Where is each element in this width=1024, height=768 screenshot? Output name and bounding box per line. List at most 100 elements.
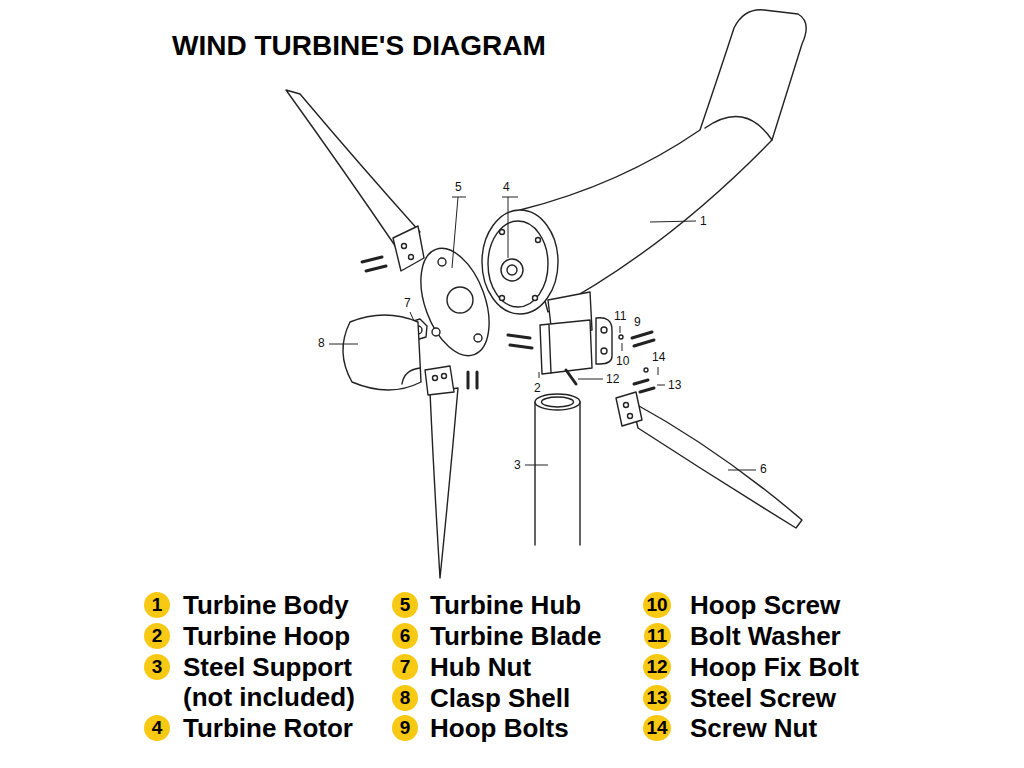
- number-badge: 14: [643, 715, 671, 741]
- screw-nut: [644, 368, 648, 372]
- nose-bolt: [500, 296, 505, 301]
- leader-line: [728, 470, 756, 471]
- part-name: Hub Nut: [430, 652, 635, 682]
- blade-hole: [402, 244, 407, 249]
- number-badge: 6: [392, 623, 418, 649]
- callout-number: 3: [514, 458, 521, 472]
- blade-hole: [442, 374, 447, 379]
- number-badge: 8: [392, 685, 418, 711]
- part-name: Bolt Washer: [690, 621, 895, 651]
- clasp-shell: [343, 315, 421, 390]
- leader-line: [622, 343, 623, 351]
- body-nose: [482, 210, 558, 314]
- number-badge: 2: [144, 623, 170, 649]
- steel-screw: [362, 257, 386, 271]
- callout-number: 8: [318, 336, 325, 350]
- number-badge: 4: [144, 715, 170, 741]
- callout-number: 1: [700, 214, 707, 228]
- badge-number: 7: [400, 656, 411, 678]
- steel-support-edge: [535, 402, 580, 545]
- clamp-hole: [601, 327, 607, 333]
- part-name: Turbine Hoop: [183, 621, 388, 651]
- rotor-shaft: [507, 265, 517, 275]
- steel-support: [535, 402, 580, 545]
- nose-bolt: [536, 238, 541, 243]
- leader-line: [452, 197, 466, 268]
- blade-hole: [409, 255, 414, 260]
- badge-number: 3: [152, 656, 163, 678]
- callout-number: 13: [668, 378, 681, 392]
- blade-hole: [628, 414, 633, 419]
- blade-root: [616, 392, 642, 426]
- callout-number: 14: [652, 350, 665, 364]
- badge-number: 14: [646, 717, 667, 739]
- hoop-fix-bolt: [566, 370, 576, 384]
- leader-line: [658, 367, 659, 375]
- number-badge: 5: [392, 592, 418, 618]
- number-badge: 10: [643, 592, 671, 618]
- part-name: Hoop Fix Bolt: [690, 652, 895, 682]
- badge-number: 9: [400, 717, 411, 739]
- hoop-clamp: [596, 318, 612, 364]
- callout-number: 6: [760, 462, 767, 476]
- turbine-blade: [430, 388, 458, 578]
- leader-line: [620, 326, 621, 333]
- hub-hole: [474, 334, 482, 342]
- hoop-screw: [508, 335, 532, 348]
- number-badge: 12: [643, 654, 671, 680]
- turbine-hub: [408, 239, 503, 365]
- badge-number: 13: [646, 687, 667, 709]
- number-badge: 11: [644, 623, 671, 649]
- callout-number: 11: [614, 309, 626, 323]
- nose-bolt: [500, 230, 505, 235]
- leader-line: [578, 379, 603, 380]
- clasp-notch: [402, 368, 420, 384]
- callout-number: 2: [534, 381, 541, 395]
- hoop-seam: [549, 325, 551, 373]
- bolt-washer: [619, 335, 623, 339]
- leader-line: [657, 385, 665, 386]
- part-name: Hoop Bolts: [430, 713, 635, 743]
- badge-number: 6: [400, 625, 411, 647]
- steel-screw: [468, 372, 477, 388]
- clamp-hole: [601, 348, 607, 354]
- hub-center-hole: [447, 287, 473, 313]
- leader-line: [525, 465, 548, 466]
- callout-number: 5: [455, 180, 462, 194]
- hub-hole: [432, 328, 440, 336]
- blade-root: [393, 226, 424, 271]
- body-nose-ring: [488, 221, 548, 307]
- leader-line: [650, 221, 696, 222]
- callout-number: 12: [606, 372, 619, 386]
- number-badge: 9: [392, 715, 418, 741]
- turbine-blade: [286, 90, 420, 250]
- badge-number: 4: [152, 717, 163, 739]
- part-name: Turbine Body: [183, 590, 388, 620]
- part-name: Hoop Screw: [690, 590, 895, 620]
- badge-number: 8: [400, 687, 411, 709]
- callout-number: 7: [404, 296, 411, 310]
- part-name: Turbine Hub: [430, 590, 635, 620]
- part-name: Steel Screw: [690, 683, 895, 713]
- number-badge: 3: [144, 654, 170, 680]
- callout-number: 10: [616, 354, 629, 368]
- hoop-bolt: [632, 332, 654, 346]
- part-name: Screw Nut: [690, 713, 895, 743]
- steel-support-bore: [542, 397, 574, 407]
- tail-crease: [705, 116, 772, 140]
- part-name: Turbine Rotor: [183, 713, 388, 743]
- drawing-part: [286, 10, 806, 578]
- blade-hole: [624, 403, 629, 408]
- steel-screw: [634, 380, 654, 392]
- badge-number: 2: [152, 625, 163, 647]
- diagram-title: WIND TURBINE'S DIAGRAM: [172, 30, 546, 62]
- number-badge: 1: [144, 592, 170, 618]
- leader-line: [329, 344, 358, 345]
- leader-line: [502, 197, 518, 258]
- part-name: Turbine Blade: [430, 621, 635, 651]
- callout-number: 4: [503, 180, 510, 194]
- leader-lines: [329, 197, 756, 470]
- leader-line: [410, 312, 414, 321]
- turbine-blade: [632, 402, 802, 528]
